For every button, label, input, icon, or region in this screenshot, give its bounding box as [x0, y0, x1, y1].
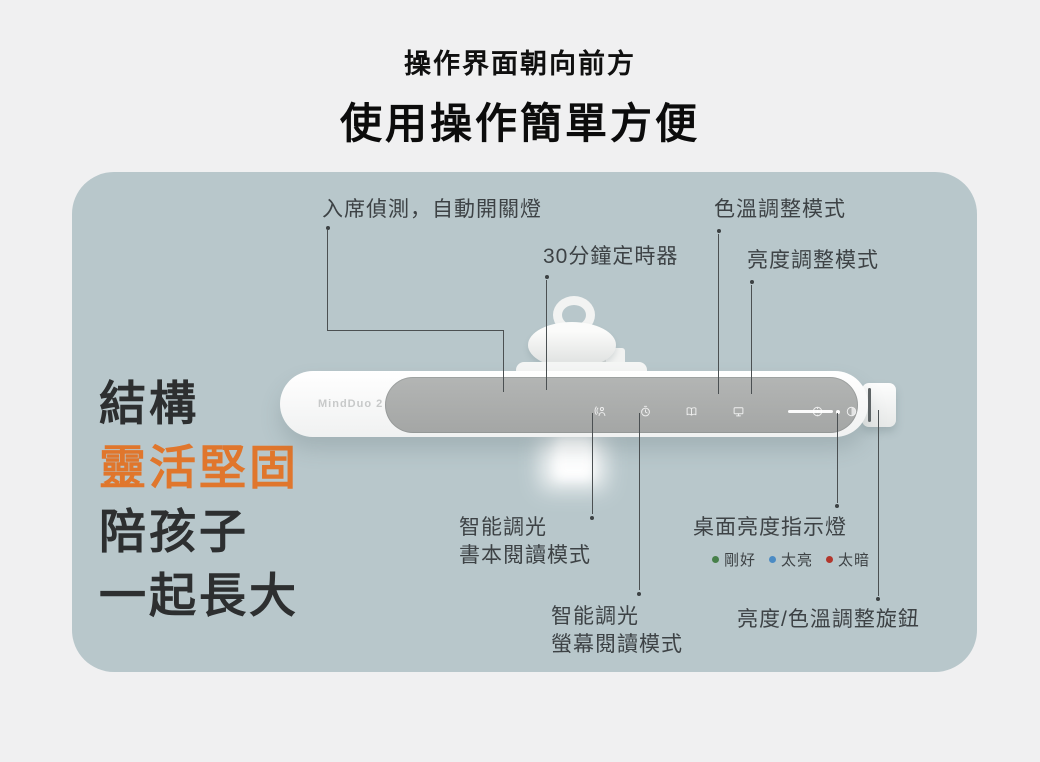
label-screen-mode-line2: 螢幕閱讀模式 — [551, 633, 683, 656]
callout-dot-book — [590, 516, 594, 520]
headline-block: 結構 靈活堅固 陪孩子 一起長大 — [99, 372, 299, 628]
callout-line-color-temp — [718, 234, 719, 394]
label-book-mode-line1: 智能調光 — [459, 516, 547, 539]
callout-line-seat-h — [327, 330, 504, 331]
label-book-mode: 智能調光 書本閱讀模式 — [459, 514, 591, 570]
legend-label-too-dark: 太暗 — [838, 552, 871, 569]
page-subtitle: 操作界面朝向前方 — [404, 49, 636, 79]
label-screen-mode-line1: 智能調光 — [551, 605, 639, 628]
callout-dot-knob — [876, 597, 880, 601]
callout-line-seat-v1 — [327, 230, 328, 331]
headline-line-4: 一起長大 — [99, 569, 299, 622]
legend-item-too-bright: 太亮 — [769, 549, 813, 570]
legend-label-too-bright: 太亮 — [781, 552, 814, 569]
label-brightness-mode: 亮度調整模式 — [747, 249, 879, 272]
headline-line-3: 陪孩子 — [99, 505, 249, 558]
label-screen-mode: 智能調光 螢幕閱讀模式 — [551, 603, 683, 659]
callout-line-indicator — [837, 413, 838, 503]
callout-line-timer — [546, 280, 547, 390]
callout-dot-screen — [637, 592, 641, 596]
page-title: 使用操作簡單方便 — [339, 100, 700, 147]
lamp-bar: MindDuo 2 — [280, 371, 868, 437]
label-timer: 30分鐘定時器 — [543, 245, 679, 268]
brand-logo: MindDuo 2 — [318, 398, 384, 410]
legend-item-too-dark: 太暗 — [826, 549, 870, 570]
clamp-disc — [528, 322, 616, 368]
legend-dot-too-dark — [826, 556, 834, 563]
label-seat-detection: 入席偵測，自動開關燈 — [322, 198, 542, 221]
legend-label-just-right: 剛好 — [724, 552, 757, 569]
desk-brightness-indicator-dot — [836, 410, 840, 414]
callout-dot-color-temp — [717, 229, 721, 233]
touch-control-panel — [385, 377, 858, 433]
slider-indicator-line — [788, 410, 833, 413]
label-desk-indicator: 桌面亮度指示燈 — [693, 516, 847, 539]
timer-icon — [639, 405, 652, 418]
legend-dot-too-bright — [769, 556, 777, 563]
adjustment-knob-slot — [868, 388, 871, 422]
color-temp-icon — [845, 405, 858, 418]
headline-line-2: 靈活堅固 — [99, 441, 299, 494]
callout-dot-brightness — [750, 280, 754, 284]
legend-dot-just-right — [712, 556, 719, 563]
callout-dot-seat — [326, 226, 330, 230]
callout-line-book — [592, 413, 593, 514]
headline-line-1: 結構 — [99, 377, 199, 430]
callout-line-screen — [639, 413, 640, 590]
label-color-temp-mode: 色溫調整模式 — [714, 198, 846, 221]
callout-line-knob — [878, 410, 879, 596]
screen-mode-icon — [732, 405, 745, 418]
callout-dot-indicator — [835, 504, 839, 508]
book-mode-icon — [685, 405, 698, 418]
legend-item-just-right: 剛好 — [712, 549, 756, 570]
indicator-legend: 剛好 太亮 太暗 — [712, 549, 870, 570]
label-knob: 亮度/色溫調整旋鈕 — [737, 608, 920, 631]
callout-line-brightness — [751, 285, 752, 394]
presence-sensor-icon — [594, 405, 607, 418]
lamp-light-glow-core — [556, 437, 592, 479]
callout-dot-timer — [545, 275, 549, 279]
label-book-mode-line2: 書本閱讀模式 — [459, 544, 591, 567]
callout-line-seat-v2 — [503, 330, 504, 392]
